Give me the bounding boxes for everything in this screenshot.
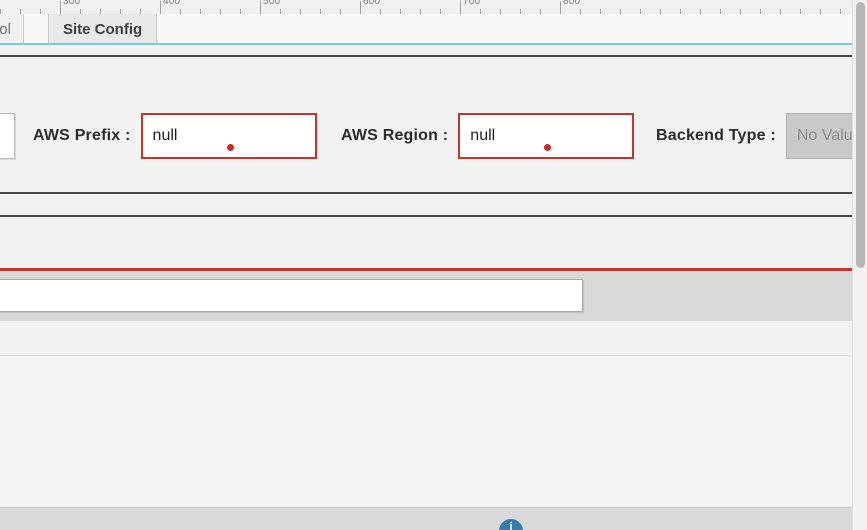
ruler-tick-minor bbox=[720, 9, 721, 14]
ruler-tick-minor bbox=[700, 9, 701, 14]
ruler-label: 600 bbox=[363, 0, 381, 7]
ruler-tick-minor bbox=[140, 9, 141, 14]
ruler-tick-minor bbox=[820, 9, 821, 14]
input-aws-region[interactable]: null bbox=[458, 113, 635, 159]
required-indicator-dot bbox=[544, 144, 552, 151]
ruler-tick-minor bbox=[380, 9, 381, 14]
ruler-tick-minor bbox=[800, 9, 801, 14]
ruler-tick-minor bbox=[400, 9, 401, 14]
ruler-tick-minor bbox=[200, 9, 201, 14]
ruler-tick-minor bbox=[680, 9, 681, 14]
lower-panel-header bbox=[0, 321, 853, 356]
ruler-tick-major bbox=[160, 1, 161, 14]
ruler-tick-minor bbox=[40, 9, 41, 14]
ruler-tick-minor bbox=[640, 9, 641, 14]
ruler-tick-minor bbox=[0, 9, 1, 14]
ruler-tick-minor bbox=[740, 9, 741, 14]
ruler-tick-major bbox=[360, 1, 361, 14]
ruler-tick-major bbox=[60, 1, 61, 14]
ruler-label: 800 bbox=[563, 0, 581, 7]
field-aws-prefix: AWS Prefix : null bbox=[33, 113, 317, 159]
ruler-tick-minor bbox=[280, 9, 281, 14]
ruler-tick-minor bbox=[180, 9, 181, 14]
ruler-tick-minor bbox=[580, 9, 581, 14]
ruler-tick-minor bbox=[780, 9, 781, 14]
vertical-scrollbar-thumb[interactable] bbox=[856, 2, 865, 268]
ruler-tick-minor bbox=[660, 9, 661, 14]
ruler-tick-minor bbox=[120, 9, 121, 14]
field-label-aws-prefix: AWS Prefix : bbox=[33, 127, 131, 144]
ruler-tick-minor bbox=[240, 9, 241, 14]
ruler-tick-minor bbox=[220, 9, 221, 14]
ruler-label: 400 bbox=[163, 0, 181, 7]
ruler-tick-minor bbox=[520, 9, 521, 14]
search-input[interactable] bbox=[0, 279, 583, 312]
field-label-aws-region: AWS Region : bbox=[341, 127, 449, 144]
input-value-aws-prefix: null bbox=[152, 127, 178, 144]
ruler-tick-minor bbox=[340, 9, 341, 14]
info-circle-glyph: i bbox=[509, 521, 513, 530]
tab-bar: y Tool Site Config bbox=[0, 14, 853, 45]
required-indicator-dot bbox=[226, 144, 234, 151]
ruler-tick-minor bbox=[300, 9, 301, 14]
ruler-tick-minor bbox=[620, 9, 621, 14]
vertical-scrollbar[interactable] bbox=[852, 0, 867, 530]
ruler-tick-minor bbox=[480, 9, 481, 14]
field-label-backend-type: Backend Type : bbox=[656, 127, 776, 144]
section-divider-mid-2 bbox=[0, 215, 853, 217]
ruler-tick-minor bbox=[440, 9, 441, 14]
ruler-tick-minor bbox=[420, 9, 421, 14]
field-backend-type: Backend Type : No Value bbox=[656, 113, 867, 159]
ruler-tick-major bbox=[260, 1, 261, 14]
ruler-label: 500 bbox=[263, 0, 281, 7]
input-aws-prefix[interactable]: null bbox=[140, 113, 317, 159]
clipped-left-input[interactable] bbox=[0, 113, 15, 159]
select-value-backend-type: No Value bbox=[796, 127, 862, 144]
section-divider-mid-1 bbox=[0, 192, 853, 194]
content-area bbox=[0, 356, 853, 507]
tab-active-underline bbox=[0, 43, 853, 45]
ruler-tick-minor bbox=[760, 9, 761, 14]
ruler-tick-minor bbox=[840, 9, 841, 14]
tab-deploy-tool[interactable]: y Tool bbox=[0, 14, 24, 45]
info-circle-icon[interactable] bbox=[499, 519, 523, 530]
ruler-tick-minor bbox=[320, 9, 321, 14]
horizontal-ruler: 300 400 500 600 700 800 bbox=[0, 0, 853, 15]
ruler-tick-major bbox=[460, 1, 461, 14]
ruler-tick-major bbox=[560, 1, 561, 14]
validation-divider-red bbox=[0, 268, 853, 271]
ruler-tick-minor bbox=[80, 9, 81, 14]
ruler-tick-minor bbox=[100, 9, 101, 14]
section-divider-top bbox=[0, 55, 853, 57]
ruler-label: 300 bbox=[63, 0, 81, 7]
field-aws-region: AWS Region : null bbox=[341, 113, 635, 159]
ruler-tick-minor bbox=[600, 9, 601, 14]
ruler-tick-minor bbox=[500, 9, 501, 14]
tab-site-config[interactable]: Site Config bbox=[48, 14, 158, 45]
ruler-label: 700 bbox=[463, 0, 481, 7]
status-bar bbox=[0, 507, 853, 530]
ruler-tick-minor bbox=[20, 9, 21, 14]
input-value-aws-region: null bbox=[470, 127, 496, 144]
ruler-tick-minor bbox=[540, 9, 541, 14]
